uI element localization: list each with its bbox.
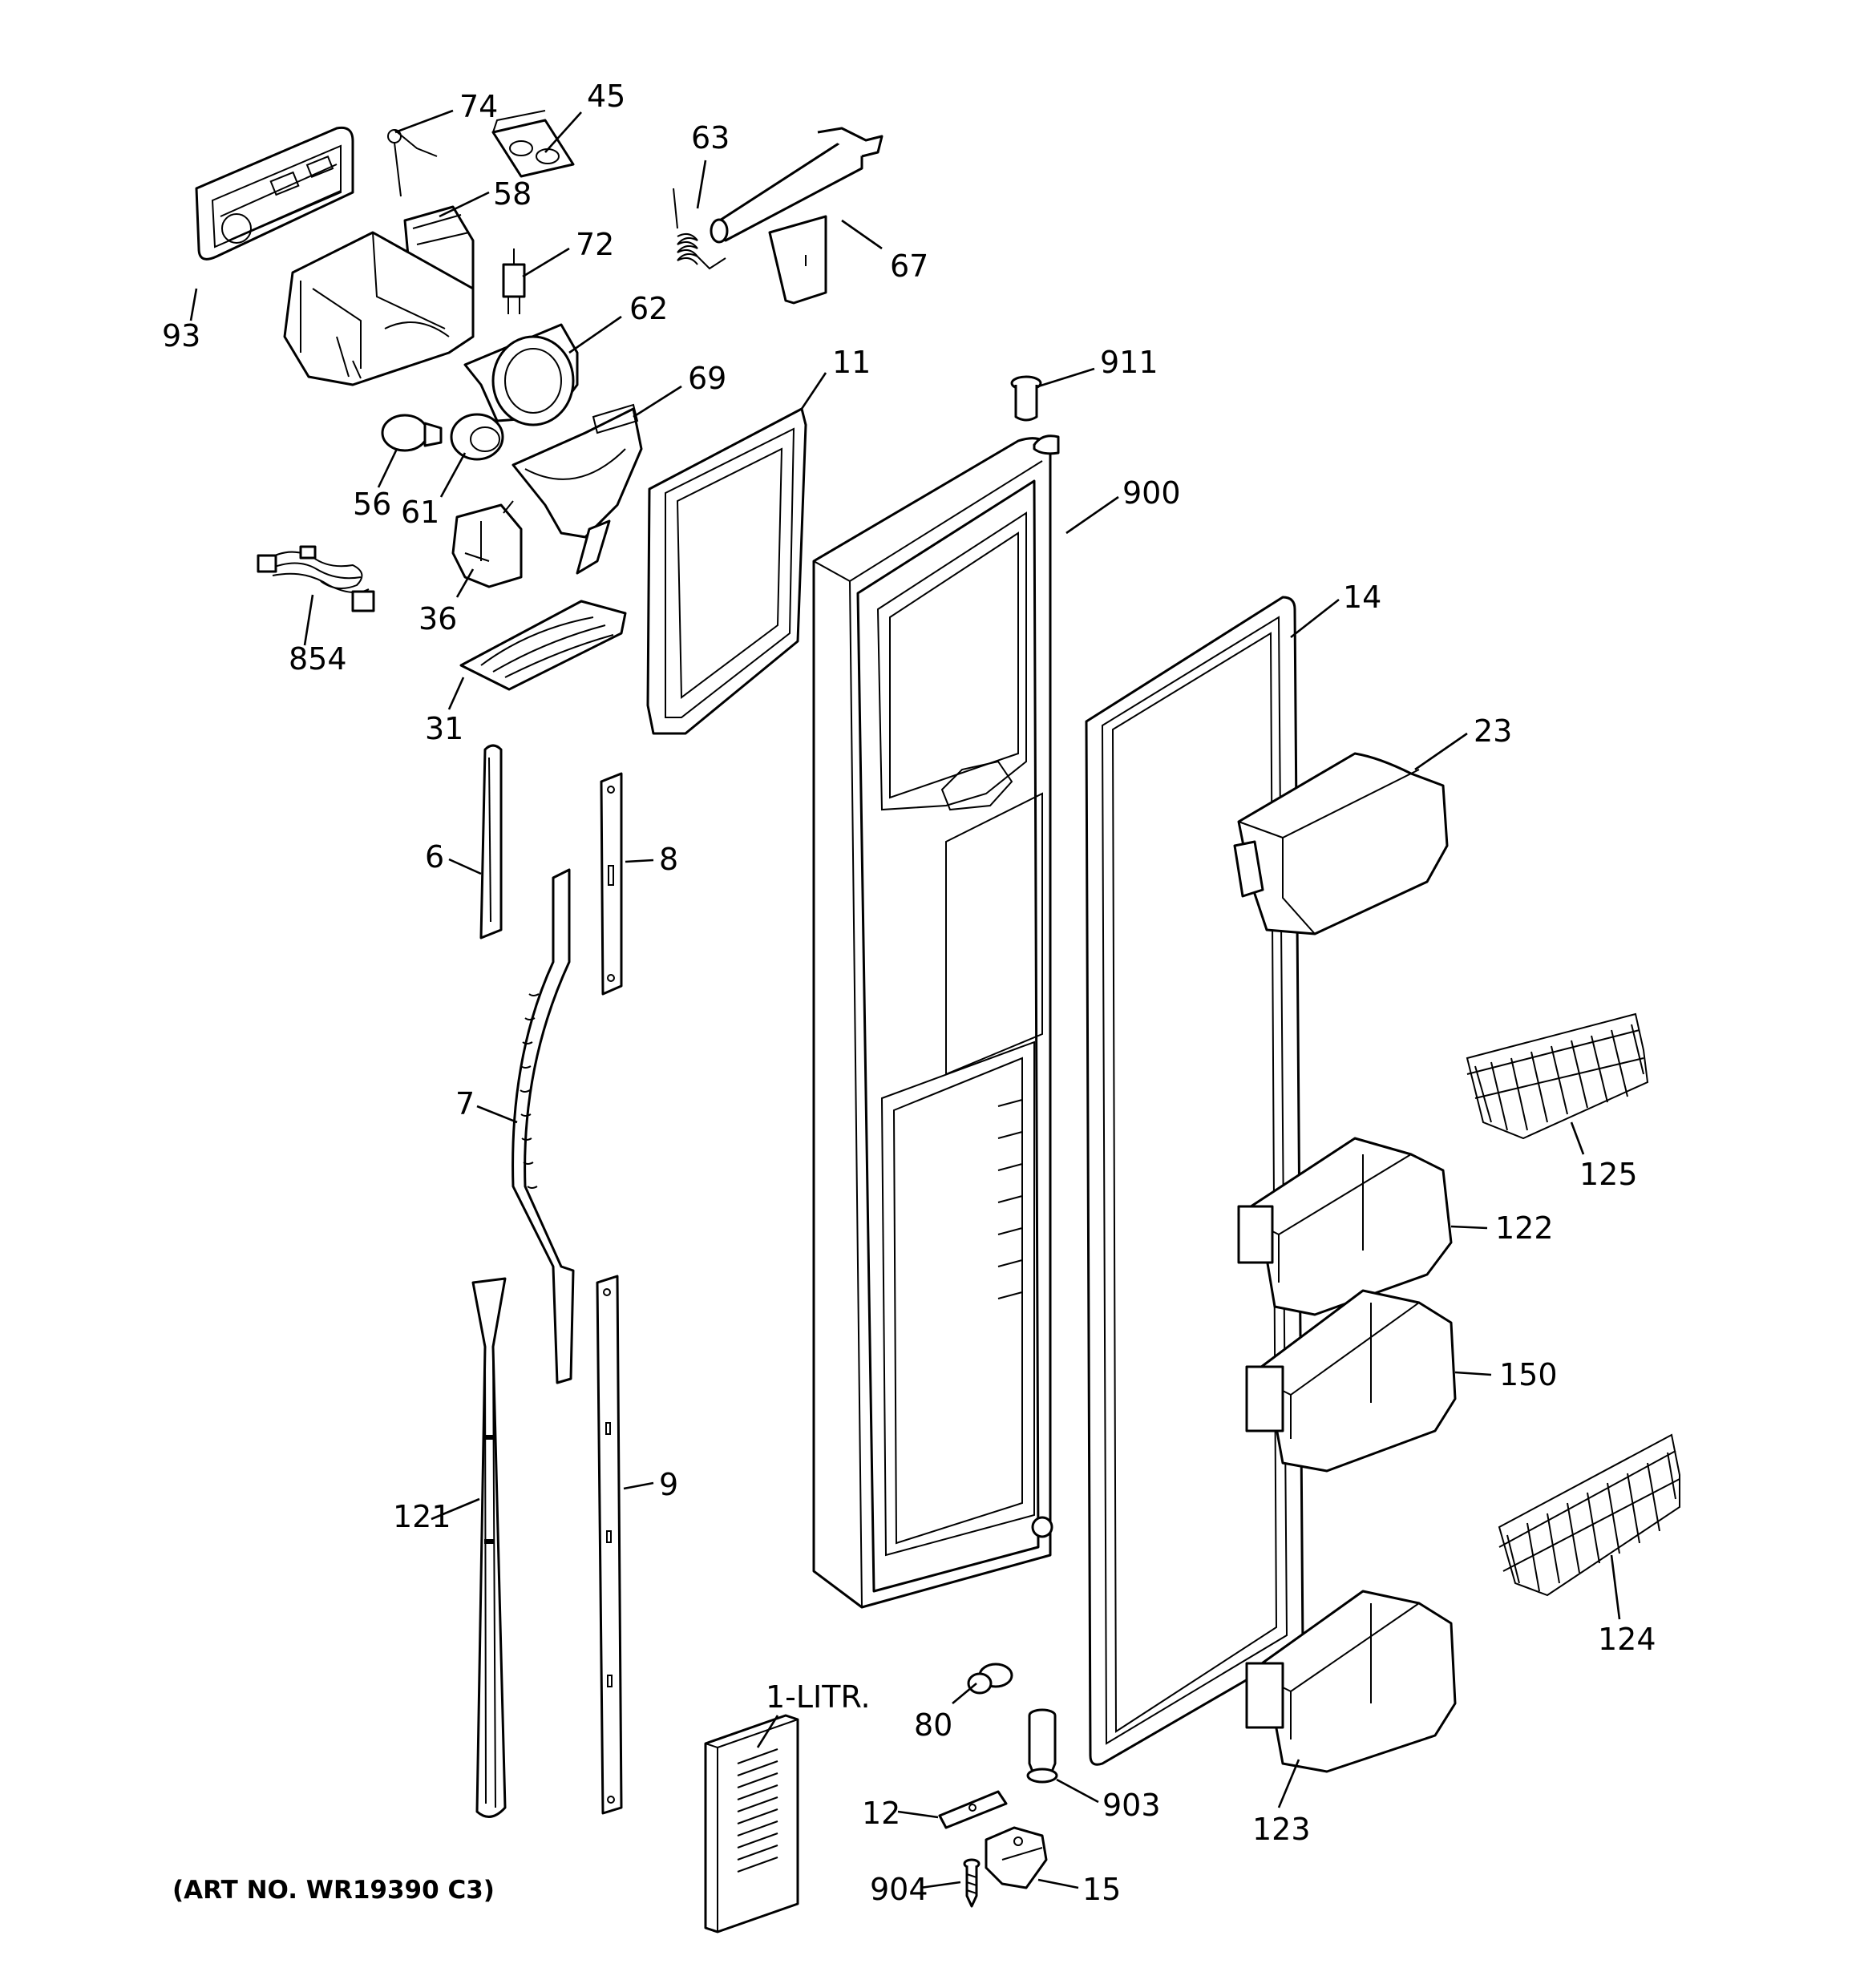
label-31: 31 — [425, 711, 463, 746]
label-62: 62 — [629, 291, 668, 326]
part-93-control-panel — [195, 126, 354, 261]
part-56-bulb — [381, 414, 443, 452]
part-1-litr-manual — [704, 1714, 799, 1933]
leader-lines — [189, 109, 1621, 1889]
label-45: 45 — [587, 79, 625, 114]
part-911-bushing — [1010, 375, 1042, 422]
part-80-plug — [967, 1663, 1013, 1695]
part-12-hinge-plate — [938, 1790, 1008, 1829]
label-125: 125 — [1579, 1157, 1638, 1192]
label-7: 7 — [455, 1086, 475, 1121]
part-45-plate — [491, 110, 575, 178]
label-1-litr: 1-LITR. — [766, 1679, 871, 1715]
label-150: 150 — [1499, 1357, 1558, 1392]
part-69-funnel — [512, 403, 643, 575]
part-62-ring — [463, 323, 579, 426]
part-121-channel — [471, 1277, 507, 1818]
part-23-bin — [1233, 752, 1449, 935]
part-904-screw — [963, 1858, 981, 1908]
part-11-frame — [646, 407, 807, 735]
callout-labels: 74 45 63 58 72 67 93 62 11 69 911 56 61 … — [162, 79, 1656, 1907]
part-15-hinge — [985, 1826, 1048, 1889]
label-9: 9 — [659, 1467, 678, 1502]
label-74: 74 — [459, 89, 498, 124]
part-14-gasket — [1085, 596, 1304, 1766]
part-854-harness — [257, 545, 375, 612]
label-124: 124 — [1598, 1622, 1656, 1657]
label-58: 58 — [493, 176, 532, 212]
part-72-switch — [502, 248, 526, 314]
part-63-spring — [673, 188, 726, 270]
label-72: 72 — [576, 227, 614, 262]
part-8-strip — [600, 772, 623, 996]
label-36: 36 — [418, 601, 457, 636]
label-122: 122 — [1495, 1210, 1554, 1246]
part-dispenser-housing — [283, 231, 475, 386]
part-150-bin — [1245, 1289, 1457, 1473]
label-121: 121 — [393, 1499, 451, 1534]
part-123-bin — [1245, 1590, 1457, 1773]
art-number: (ART NO. WR19390 C3) — [172, 1876, 495, 1905]
part-6-trim — [479, 744, 503, 939]
label-6: 6 — [425, 839, 444, 875]
part-125-basket — [1466, 1012, 1649, 1140]
label-63: 63 — [691, 120, 730, 156]
part-36-bracket — [451, 500, 523, 588]
label-904: 904 — [870, 1872, 928, 1907]
label-93: 93 — [162, 318, 200, 354]
label-911: 911 — [1100, 345, 1158, 380]
label-67: 67 — [890, 248, 928, 284]
part-61-motor — [450, 413, 504, 461]
part-903-pin — [1026, 1708, 1058, 1784]
label-56: 56 — [353, 487, 391, 522]
part-31-drip-grille — [459, 600, 627, 691]
part-67-bracket — [710, 127, 884, 305]
label-15: 15 — [1082, 1872, 1121, 1907]
part-7-handle — [512, 868, 575, 1384]
label-123: 123 — [1252, 1812, 1311, 1847]
part-122-bin — [1237, 1137, 1453, 1316]
label-11: 11 — [832, 345, 871, 380]
label-61: 61 — [401, 495, 439, 530]
label-69: 69 — [688, 361, 726, 396]
label-900: 900 — [1122, 475, 1181, 511]
label-903: 903 — [1102, 1788, 1161, 1823]
part-74-spring — [387, 129, 438, 197]
part-124-basket — [1498, 1433, 1680, 1597]
label-12: 12 — [862, 1796, 900, 1831]
label-8: 8 — [659, 842, 678, 877]
label-14: 14 — [1343, 580, 1381, 615]
part-9-strip — [596, 1275, 623, 1815]
label-23: 23 — [1474, 713, 1512, 749]
label-854: 854 — [289, 641, 347, 677]
part-900-door — [812, 434, 1060, 1609]
label-80: 80 — [914, 1707, 952, 1743]
